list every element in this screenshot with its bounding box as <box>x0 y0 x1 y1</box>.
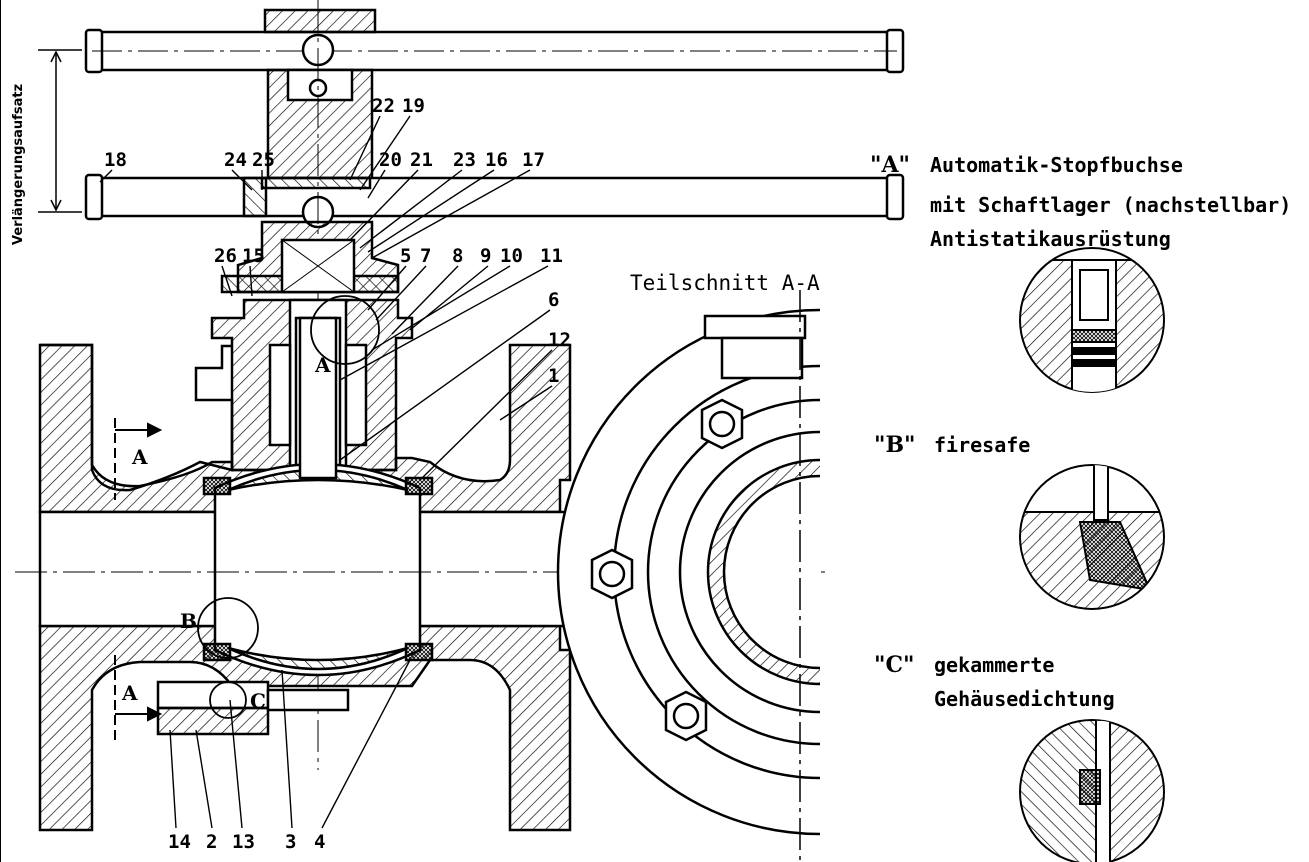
part-13: 13 <box>232 831 255 853</box>
detail-marker-c: C <box>250 689 266 713</box>
detail-marker-a: A <box>314 353 331 377</box>
detail-b-line1: firesafe <box>934 433 1030 457</box>
part-11: 11 <box>540 245 563 267</box>
detail-a-line2: mit Schaftlager (nachstellbar) <box>930 193 1291 217</box>
part-25: 25 <box>252 149 275 171</box>
part-23: 23 <box>453 149 476 171</box>
part-19: 19 <box>402 95 425 117</box>
part-9: 9 <box>480 245 491 267</box>
extension-handle <box>84 8 905 229</box>
detail-c-view <box>1019 719 1165 862</box>
part-6: 6 <box>548 289 559 311</box>
detail-a-line3: Antistatikausrüstung <box>930 227 1171 251</box>
detail-c-line2: Gehäusedichtung <box>934 687 1115 711</box>
part-20: 20 <box>379 149 402 171</box>
section-title: Teilschnitt A-A <box>630 271 820 295</box>
detail-a-line1: Automatik-Stopfbuchse <box>930 153 1183 177</box>
detail-marker-b: B <box>180 609 197 633</box>
part-22: 22 <box>372 95 395 117</box>
part-7: 7 <box>420 245 431 267</box>
part-8: 8 <box>452 245 463 267</box>
detail-b-view <box>1019 464 1165 610</box>
part-5: 5 <box>400 245 411 267</box>
part-21: 21 <box>410 149 433 171</box>
detail-c-key: "C" <box>874 652 914 678</box>
detail-a-view <box>1019 247 1165 393</box>
part-24: 24 <box>224 149 247 171</box>
part-2: 2 <box>206 831 217 853</box>
part-14: 14 <box>168 831 191 853</box>
part-4: 4 <box>314 831 325 853</box>
part-18: 18 <box>104 149 127 171</box>
part-16: 16 <box>485 149 508 171</box>
detail-captions: "A" Automatik-Stopfbuchse mit Schaftlage… <box>870 152 1291 711</box>
valve-body <box>38 220 572 832</box>
detail-c-line1: gekammerte <box>934 653 1054 677</box>
section-marker-a-lower: A <box>121 681 138 705</box>
part-3: 3 <box>285 831 296 853</box>
section-a-a-view <box>556 308 820 836</box>
part-1: 1 <box>548 365 559 387</box>
section-marker-a-upper: A <box>131 445 148 469</box>
part-12: 12 <box>548 329 571 351</box>
detail-a-key: "A" <box>870 152 910 178</box>
part-26: 26 <box>214 245 237 267</box>
part-17: 17 <box>522 149 545 171</box>
part-15: 15 <box>242 245 265 267</box>
detail-b-key: "B" <box>874 432 916 458</box>
extension-label: Verlängerungsaufsatz <box>11 84 26 245</box>
part-10: 10 <box>500 245 523 267</box>
